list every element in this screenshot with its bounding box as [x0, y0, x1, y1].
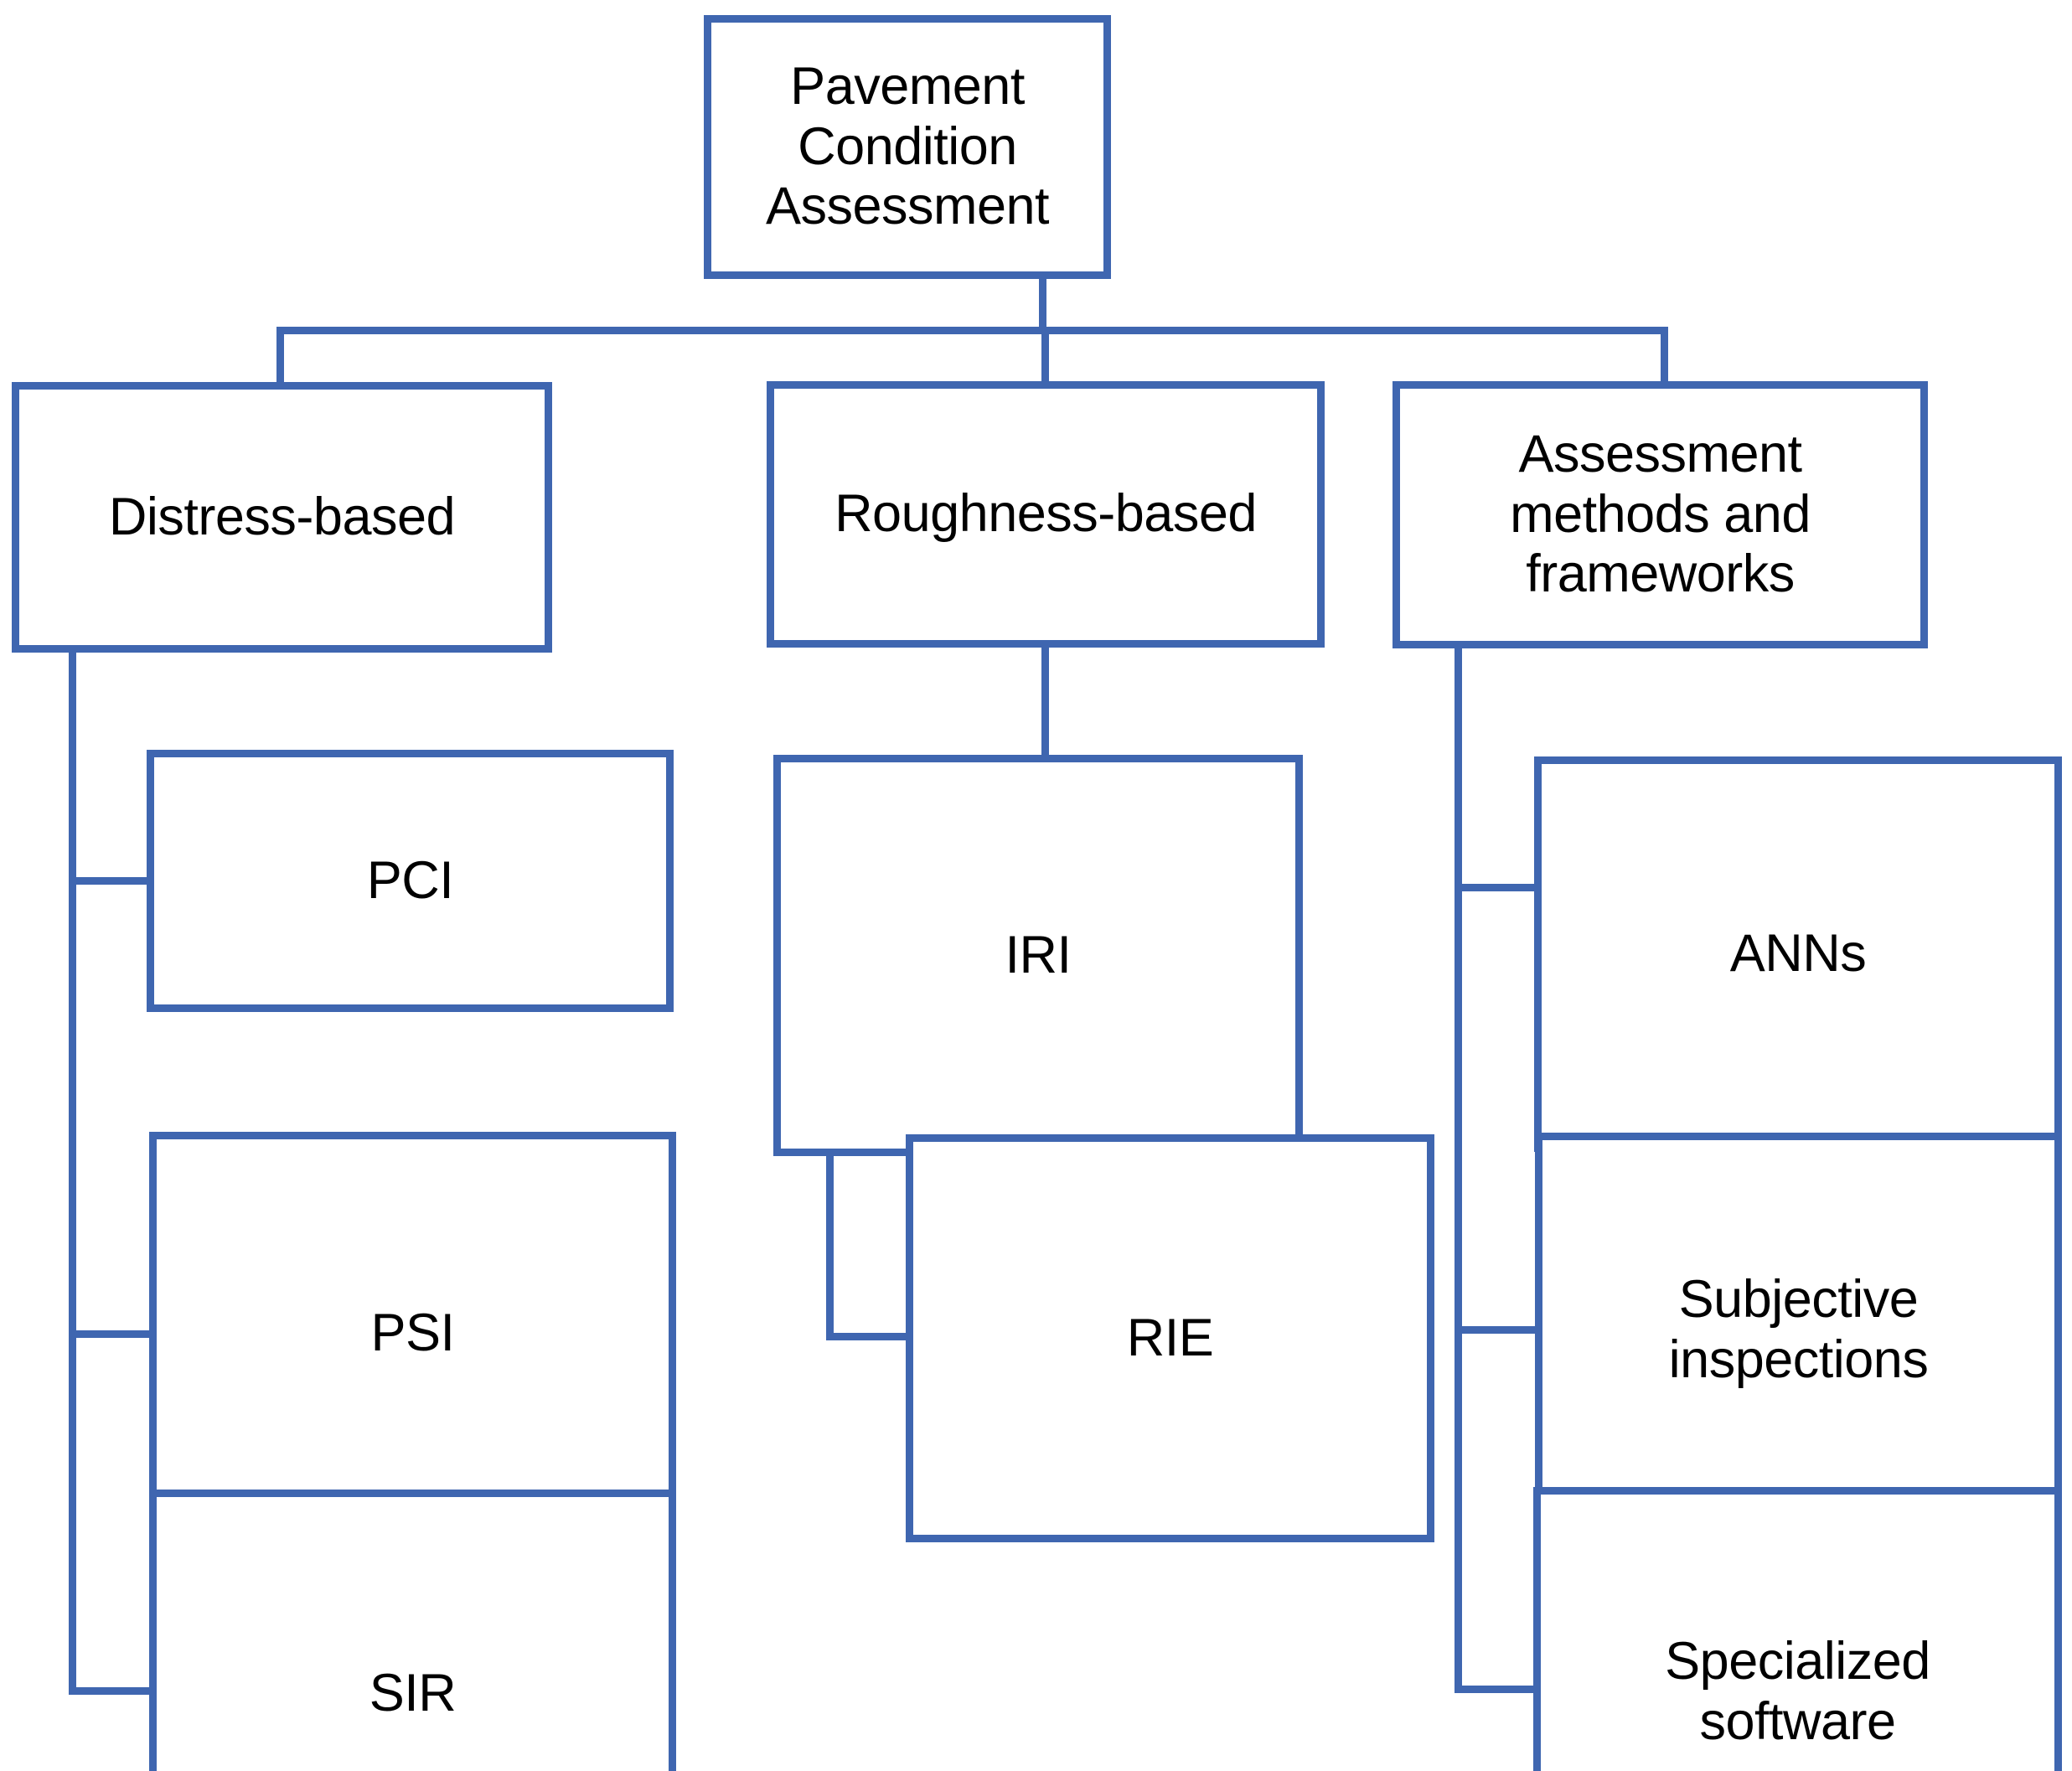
- node-specialized-software[interactable]: Specialized software: [1533, 1487, 2062, 1771]
- node-pavement-condition-assessment[interactable]: Pavement Condition Assessment: [704, 15, 1111, 279]
- node-label: Assessment methods and frameworks: [1510, 424, 1811, 604]
- connector-spine-assessment-methods: [1455, 642, 1462, 1693]
- node-label: Distress-based: [108, 487, 456, 546]
- node-subjective-inspections[interactable]: Subjective inspections: [1535, 1133, 2062, 1527]
- node-label: RIE: [1126, 1308, 1214, 1367]
- node-label: SIR: [369, 1663, 457, 1722]
- connector-stub-sir: [69, 1687, 152, 1695]
- connector-drop-iri: [1041, 641, 1049, 758]
- connector-level1-bus: [276, 327, 1667, 334]
- connector-stub-rie: [826, 1333, 909, 1340]
- connector-stub-pci: [69, 877, 150, 885]
- node-label: PCI: [366, 850, 454, 910]
- node-distress-based[interactable]: Distress-based: [12, 382, 552, 653]
- node-label: PSI: [370, 1304, 455, 1363]
- connector-spine-iri: [826, 1151, 834, 1340]
- connector-stub-psi: [69, 1330, 152, 1338]
- node-rie[interactable]: RIE: [906, 1134, 1434, 1542]
- connector-drop-roughness-based: [1041, 327, 1049, 384]
- node-roughness-based[interactable]: Roughness-based: [767, 381, 1325, 648]
- node-psi[interactable]: PSI: [149, 1132, 676, 1536]
- node-label: Roughness-based: [834, 484, 1257, 544]
- connector-stub-specialized-software: [1455, 1686, 1538, 1693]
- connector-drop-distress-based: [276, 327, 284, 385]
- connector-spine-distress-based: [69, 645, 76, 1695]
- node-anns[interactable]: ANNs: [1534, 756, 2062, 1152]
- connector-drop-assessment-methods: [1661, 327, 1668, 384]
- node-label: IRI: [1005, 925, 1072, 984]
- node-sir[interactable]: SIR: [149, 1490, 676, 1771]
- node-label: Pavement Condition Assessment: [765, 56, 1050, 236]
- node-label: Subjective inspections: [1668, 1269, 1929, 1389]
- node-pci[interactable]: PCI: [147, 750, 674, 1012]
- node-label: Specialized software: [1665, 1632, 1930, 1751]
- connector-stub-subjective-inspections: [1455, 1326, 1538, 1334]
- node-label: ANNs: [1729, 924, 1867, 984]
- node-assessment-methods-and-frameworks[interactable]: Assessment methods and frameworks: [1393, 381, 1928, 648]
- connector-stub-anns: [1455, 884, 1537, 891]
- connector-root-trunk: [1039, 278, 1046, 330]
- node-iri[interactable]: IRI: [773, 755, 1303, 1156]
